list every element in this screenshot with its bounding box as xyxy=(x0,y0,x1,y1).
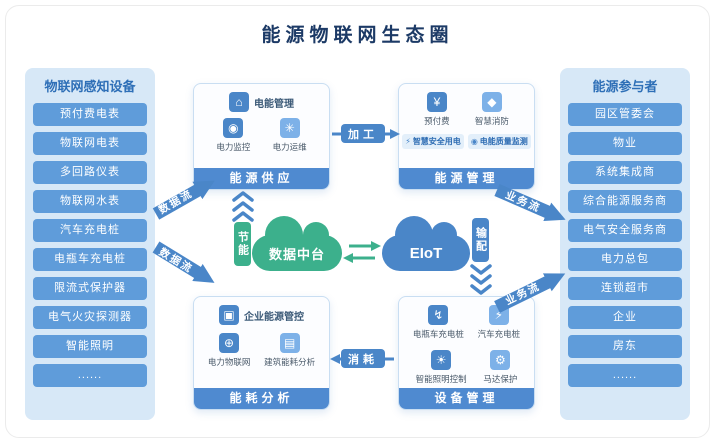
list-item: 物业 xyxy=(568,132,682,155)
list-item: 电气安全服务商 xyxy=(568,219,682,242)
energy-supply-box: ⌂ 电能管理 ◉ 电力监控 ✳ 电力运维 能源供应 xyxy=(193,83,330,190)
list-item: 企业 xyxy=(568,306,682,329)
pill-label: 电能质量监测 xyxy=(479,137,528,146)
energy-management-footer: 能源管理 xyxy=(399,168,534,189)
processing-tag: 加工 xyxy=(341,124,385,143)
list-item: 汽车充电桩 xyxy=(33,219,147,242)
device-management-row2: ☀ 智能照明控制 ⚙ 马达保护 xyxy=(399,350,534,385)
iot-devices-panel: 物联网感知设备 预付费电表 物联网电表 多回路仪表 物联网水表 汽车充电桩 电瓶… xyxy=(25,68,155,420)
data-platform-cloud: 数据中台 xyxy=(252,216,342,271)
fire-shield-icon: ◆ xyxy=(481,92,502,112)
list-item: 预付费电表 xyxy=(33,103,147,126)
list-item: ...... xyxy=(568,364,682,387)
tile: ⊕ 电力物联网 xyxy=(207,333,251,368)
building-energy-chart-icon: ▤ xyxy=(279,333,300,353)
tile-label: 智慧消防 xyxy=(474,116,509,126)
pill: ⚡ 智慧安全用电 xyxy=(402,134,464,149)
tile-label: 智能照明控制 xyxy=(415,374,467,384)
page-title: 能源物联网生态圈 xyxy=(261,25,454,46)
device-management-footer: 设备管理 xyxy=(399,388,534,409)
list-item: 电瓶车充电桩 xyxy=(33,248,147,271)
eiot-label: EIoT xyxy=(409,244,443,262)
prepaid-meter-icon: ¥ xyxy=(426,92,447,112)
list-item: 连锁超市 xyxy=(568,277,682,300)
tile-label: 电力物联网 xyxy=(207,357,251,367)
power-iot-globe-icon: ⊕ xyxy=(219,333,240,353)
list-item: 电气火灾探测器 xyxy=(33,306,147,329)
energy-analysis-main: ▣ 企业能源管控 xyxy=(194,305,329,325)
tile: ⚙ 马达保护 xyxy=(483,350,517,385)
energy-supply-footer: 能源供应 xyxy=(194,168,329,189)
ebike-charger-icon: ↯ xyxy=(428,305,449,325)
motor-protection-gear-icon: ⚙ xyxy=(490,350,511,370)
list-item: 园区管委会 xyxy=(568,103,682,126)
tile-label: 电瓶车充电桩 xyxy=(412,329,464,339)
quality-monitor-icon: ◉ xyxy=(470,137,478,146)
enterprise-energy-icon: ▣ xyxy=(219,305,239,325)
list-item: 物联网水表 xyxy=(33,190,147,213)
tile: ☀ 智能照明控制 xyxy=(416,350,467,385)
list-item: ...... xyxy=(33,364,147,387)
lighting-icon: ☀ xyxy=(431,350,452,370)
list-item: 智能照明 xyxy=(33,335,147,358)
tile: ◉ 电力监控 xyxy=(216,118,250,153)
energy-supply-main: ⌂ 电能管理 xyxy=(194,92,329,112)
tile-label: 电力监控 xyxy=(216,142,251,152)
monitor-icon: ◉ xyxy=(223,118,244,138)
iot-devices-panel-title: 物联网感知设备 xyxy=(44,79,136,94)
list-item: 综合能源服务商 xyxy=(568,190,682,213)
energy-management-box: ¥ 预付费 ◆ 智慧消防 ⚡ 智慧安全用电 ◉ 电能质量监测 能源管理 xyxy=(398,83,535,190)
list-item: 系统集成商 xyxy=(568,161,682,184)
energy-management-tiles: ¥ 预付费 ◆ 智慧消防 xyxy=(399,92,534,127)
tile-label: 电能管理 xyxy=(254,98,294,110)
tile: ✳ 电力运维 xyxy=(273,118,307,153)
eiot-cloud: EIoT xyxy=(382,216,470,271)
building-icon: ⌂ xyxy=(229,92,249,112)
energy-saving-tag: 节能 xyxy=(234,222,251,266)
tile: ◆ 智慧消防 xyxy=(475,92,509,127)
tile: ⚡ 汽车充电桩 xyxy=(477,305,521,340)
tile-label: 电力运维 xyxy=(272,142,307,152)
maintenance-fan-icon: ✳ xyxy=(279,118,300,138)
tile-label: 马达保护 xyxy=(483,374,518,384)
energy-analysis-items: ⊕ 电力物联网 ▤ 建筑能耗分析 xyxy=(194,333,329,368)
energy-participants-panel: 能源参与者 园区管委会 物业 系统集成商 综合能源服务商 电气安全服务商 电力总… xyxy=(560,68,690,420)
list-item: 电力总包 xyxy=(568,248,682,271)
tile: ¥ 预付费 xyxy=(424,92,450,127)
tile-label: 建筑能耗分析 xyxy=(264,357,316,367)
pill: ◉ 电能质量监测 xyxy=(467,134,531,149)
tile-label: 汽车充电桩 xyxy=(477,329,521,339)
consumption-tag: 消耗 xyxy=(341,349,385,368)
safe-power-bolt-icon: ⚡ xyxy=(405,137,411,146)
device-management-row1: ↯ 电瓶车充电桩 ⚡ 汽车充电桩 xyxy=(399,305,534,340)
energy-participants-panel-title: 能源参与者 xyxy=(592,79,658,94)
tile: ▤ 建筑能耗分析 xyxy=(264,333,315,368)
device-management-box: ↯ 电瓶车充电桩 ⚡ 汽车充电桩 ☀ 智能照明控制 ⚙ 马达保护 设备管理 xyxy=(398,296,535,410)
energy-analysis-box: ▣ 企业能源管控 ⊕ 电力物联网 ▤ 建筑能耗分析 能耗分析 xyxy=(193,296,330,410)
energy-supply-items: ◉ 电力监控 ✳ 电力运维 xyxy=(194,118,329,153)
tile: ↯ 电瓶车充电桩 xyxy=(413,305,464,340)
data-platform-label: 数据中台 xyxy=(268,246,325,262)
list-item: 多回路仪表 xyxy=(33,161,147,184)
energy-participants-list: 园区管委会 物业 系统集成商 综合能源服务商 电气安全服务商 电力总包 连锁超市… xyxy=(560,101,690,387)
tile-label: 预付费 xyxy=(424,116,450,126)
list-item: 物联网电表 xyxy=(33,132,147,155)
distribution-tag: 输配 xyxy=(472,218,489,262)
list-item: 房东 xyxy=(568,335,682,358)
energy-analysis-footer: 能耗分析 xyxy=(194,388,329,409)
pill-label: 智慧安全用电 xyxy=(412,137,461,146)
list-item: 限流式保护器 xyxy=(33,277,147,300)
energy-management-pills: ⚡ 智慧安全用电 ◉ 电能质量监测 xyxy=(399,134,534,149)
tile-label: 企业能源管控 xyxy=(244,311,304,323)
iot-devices-list: 预付费电表 物联网电表 多回路仪表 物联网水表 汽车充电桩 电瓶车充电桩 限流式… xyxy=(25,101,155,387)
